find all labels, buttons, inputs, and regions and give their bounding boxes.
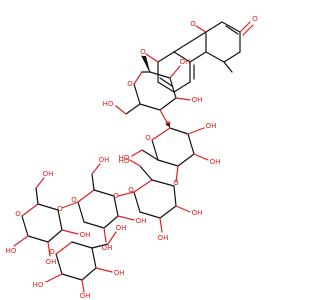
glucose-unit-2 xyxy=(131,122,209,183)
hydroxyl-label-2a: OH xyxy=(206,122,217,130)
ring-oxygen-label-3: O xyxy=(128,186,134,194)
molecule-structure: O O O O OH OH HO O O OH OH HO O O OH OH … xyxy=(6,15,259,300)
hydroxyl-label-5a: OH xyxy=(80,231,91,239)
glycosidic-oxygen-label-3: O xyxy=(113,192,119,200)
hydroxymethyl-label-1: HO xyxy=(103,100,114,108)
ring-oxygen-label-4: O xyxy=(71,196,77,204)
coumarin-unit xyxy=(145,21,254,93)
ring-oxygen-label-1: O xyxy=(127,80,133,88)
hydroxyl-label-2b: OH xyxy=(210,158,221,166)
ring-oxygen-label-6: O xyxy=(49,248,55,256)
atom-labels: O O O O OH OH HO O O OH OH HO O O OH OH … xyxy=(6,15,259,300)
hydroxyl-label-3b: OH xyxy=(158,234,169,242)
aryl-ether-oxygen-label: O xyxy=(140,48,146,56)
glucose-unit-1 xyxy=(115,55,191,125)
hydroxyl-label-5b: OH xyxy=(46,258,57,266)
hydroxymethyl-label-5: OH xyxy=(43,170,54,178)
ring-oxygen-label-5: O xyxy=(15,210,21,218)
hydroxyl-label-4a: OH xyxy=(136,217,147,225)
hydroxyl-label-6c: HO xyxy=(33,281,44,289)
hydroxyl-label-6a: OH xyxy=(114,269,125,277)
hydroxyl-label-5c: HO xyxy=(6,247,17,255)
hydroxymethyl-label-2: HO xyxy=(119,154,130,162)
hydroxymethyl-label-6: OH xyxy=(116,224,127,232)
lactone-oxygen-label: O xyxy=(190,20,196,28)
glycosidic-oxygen-label-4: O xyxy=(57,205,63,213)
hydroxymethyl-label-4: OH xyxy=(99,156,110,164)
ring-oxygen-label-2: O xyxy=(145,134,151,142)
glucose-unit-4 xyxy=(61,163,135,243)
hydroxyl-label-4b: OH xyxy=(102,244,113,252)
glycosidic-oxygen-label-1: O xyxy=(165,120,171,128)
glucose-unit-5 xyxy=(13,177,79,257)
hydroxyl-label-1a: OH xyxy=(180,58,191,66)
hydroxyl-label-6b: OH xyxy=(80,292,91,300)
glycosidic-oxygen-label-2: O xyxy=(173,179,179,187)
glucose-unit-3 xyxy=(117,159,191,233)
glucose-unit-6 xyxy=(45,231,117,293)
hydroxymethyl-label-3: HO xyxy=(119,157,130,165)
carbonyl-oxygen-label: O xyxy=(252,15,258,23)
molecule-canvas: O O O O OH OH HO O O OH OH HO O O OH OH … xyxy=(5,15,259,300)
hydroxyl-label-3a: OH xyxy=(192,209,203,217)
hydroxyl-label-1b: OH xyxy=(192,96,203,104)
